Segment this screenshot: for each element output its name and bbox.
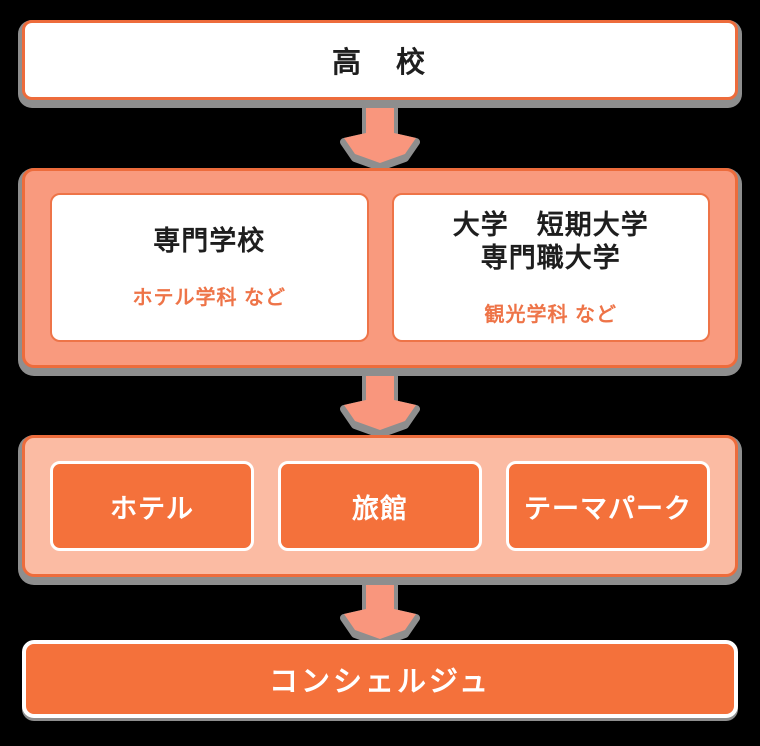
goal-label: コンシェルジュ [269, 666, 491, 698]
workplace-theme-park-label: テーマパーク [524, 493, 692, 524]
university-title-block: 大学 短期大学 専門職大学 [453, 209, 649, 275]
workplace-box-ryokan: 旅館 [278, 461, 482, 551]
workplace-ryokan-label: 旅館 [352, 493, 408, 524]
high-school-box: 高 校 [22, 20, 738, 100]
education-card-university: 大学 短期大学 専門職大学 観光学科 など [391, 193, 710, 342]
university-title-line-1: 大学 短期大学 [452, 209, 649, 240]
down-arrow-shape [344, 97, 416, 163]
goal-box-concierge: コンシェルジュ [22, 640, 738, 718]
workplace-box-hotel: ホテル [50, 461, 254, 551]
university-title-line-2: 専門職大学 [480, 242, 621, 273]
education-card-vocational-school: 専門学校 ホテル学科 など [50, 193, 369, 342]
down-arrow-shape [344, 364, 416, 430]
down-arrow-icon [340, 573, 420, 647]
university-note: 観光学科 など [484, 303, 618, 326]
workplace-box-theme-park: テーマパーク [506, 461, 710, 551]
workplace-group: ホテル 旅館 テーマパーク [22, 435, 738, 577]
workplace-hotel-label: ホテル [110, 493, 194, 524]
vocational-school-note: ホテル学科 など [132, 287, 287, 309]
vocational-school-title: 専門学校 [153, 226, 266, 256]
down-arrow-icon [340, 364, 420, 438]
education-group: 専門学校 ホテル学科 など 大学 短期大学 専門職大学 観光学科 など [22, 168, 738, 368]
down-arrow-icon [340, 97, 420, 171]
down-arrow-shape [344, 573, 416, 639]
high-school-label: 高 校 [331, 47, 428, 79]
